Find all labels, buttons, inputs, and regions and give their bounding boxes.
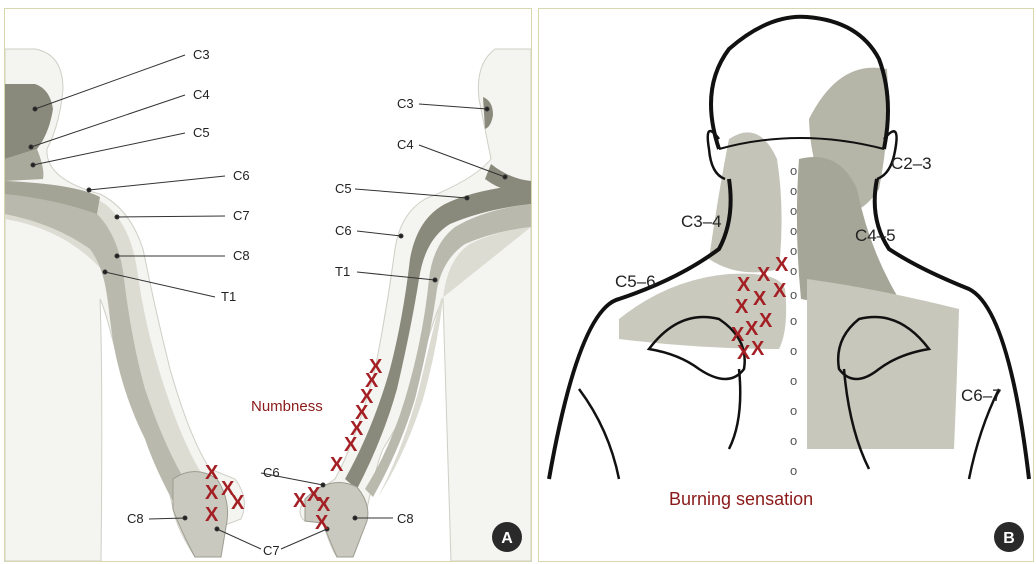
label-right-c5: C5 — [335, 181, 352, 196]
label-left-t1: T1 — [221, 289, 236, 304]
spine-marker: o — [790, 183, 797, 198]
label-left-c8: C8 — [233, 248, 250, 263]
label-hand-right-c8: C8 — [397, 511, 414, 526]
spine-markers: o o o o o o o o o o o o o — [790, 163, 797, 478]
spine-marker: o — [790, 223, 797, 238]
label-right-t1: T1 — [335, 264, 350, 279]
label-left-c3: C3 — [193, 47, 210, 62]
spine-marker: o — [790, 433, 797, 448]
spine-marker: o — [790, 287, 797, 302]
x-mark: X — [735, 296, 749, 318]
x-mark: X — [751, 338, 765, 360]
panel-b-dermatome-back: o o o o o o o o o o o o o C2–3 C3–4 C4–5… — [538, 8, 1034, 562]
panel-a-dermatome-arms: C3 C4 C5 C6 C7 C8 T1 C3 C4 C5 C6 T1 C6 C… — [4, 8, 532, 562]
spine-marker: o — [790, 243, 797, 258]
x-mark: X — [205, 504, 219, 526]
spine-marker: o — [790, 373, 797, 388]
x-mark: X — [737, 274, 751, 296]
spine-marker: o — [790, 343, 797, 358]
label-right-c6: C6 — [335, 223, 352, 238]
x-mark: X — [293, 490, 307, 512]
x-mark: X — [737, 342, 751, 364]
x-mark: X — [315, 512, 329, 534]
x-mark: X — [757, 264, 771, 286]
label-c2-3: C2–3 — [891, 154, 932, 173]
x-mark: X — [344, 434, 358, 456]
numbness-label: Numbness — [251, 398, 323, 415]
panel-a-drawing: C3 C4 C5 C6 C7 C8 T1 C3 C4 C5 C6 T1 C6 C… — [5, 9, 531, 561]
label-c4-5: C4–5 — [855, 226, 896, 245]
label-c3-4: C3–4 — [681, 212, 722, 231]
left-scapula-blade — [729, 369, 740, 449]
label-left-c6: C6 — [233, 168, 250, 183]
spine-marker: o — [790, 263, 797, 278]
spine-marker: o — [790, 403, 797, 418]
label-hand-left-c8: C8 — [127, 511, 144, 526]
x-mark: X — [775, 254, 789, 276]
label-hand-c6: C6 — [263, 465, 280, 480]
x-mark: X — [745, 318, 759, 340]
badge-a-letter: A — [501, 530, 513, 547]
left-arm-line — [579, 389, 619, 479]
x-mark: X — [205, 462, 219, 484]
x-mark: X — [231, 492, 245, 514]
x-mark: X — [753, 288, 767, 310]
x-mark: X — [330, 454, 344, 476]
spine-marker: o — [790, 163, 797, 178]
label-right-c4: C4 — [397, 137, 414, 152]
label-left-c5: C5 — [193, 125, 210, 140]
spine-marker: o — [790, 463, 797, 478]
label-right-c3: C3 — [397, 96, 414, 111]
spine-marker: o — [790, 203, 797, 218]
badge-b-letter: B — [1003, 530, 1015, 547]
x-mark: X — [773, 280, 787, 302]
panel-b-drawing: o o o o o o o o o o o o o C2–3 C3–4 C4–5… — [539, 9, 1033, 561]
zone-c6-7 — [807, 279, 959, 449]
left-hand — [173, 472, 228, 558]
burning-sensation-label: Burning sensation — [669, 489, 813, 509]
zone-c3-4 — [709, 132, 782, 272]
label-c6-7: C6–7 — [961, 386, 1002, 405]
label-left-c7: C7 — [233, 208, 250, 223]
label-left-c4: C4 — [193, 87, 210, 102]
spine-marker: o — [790, 313, 797, 328]
label-c5-6: C5–6 — [615, 272, 656, 291]
x-mark: X — [759, 310, 773, 332]
x-mark: X — [205, 482, 219, 504]
label-hand-c7: C7 — [263, 543, 280, 558]
